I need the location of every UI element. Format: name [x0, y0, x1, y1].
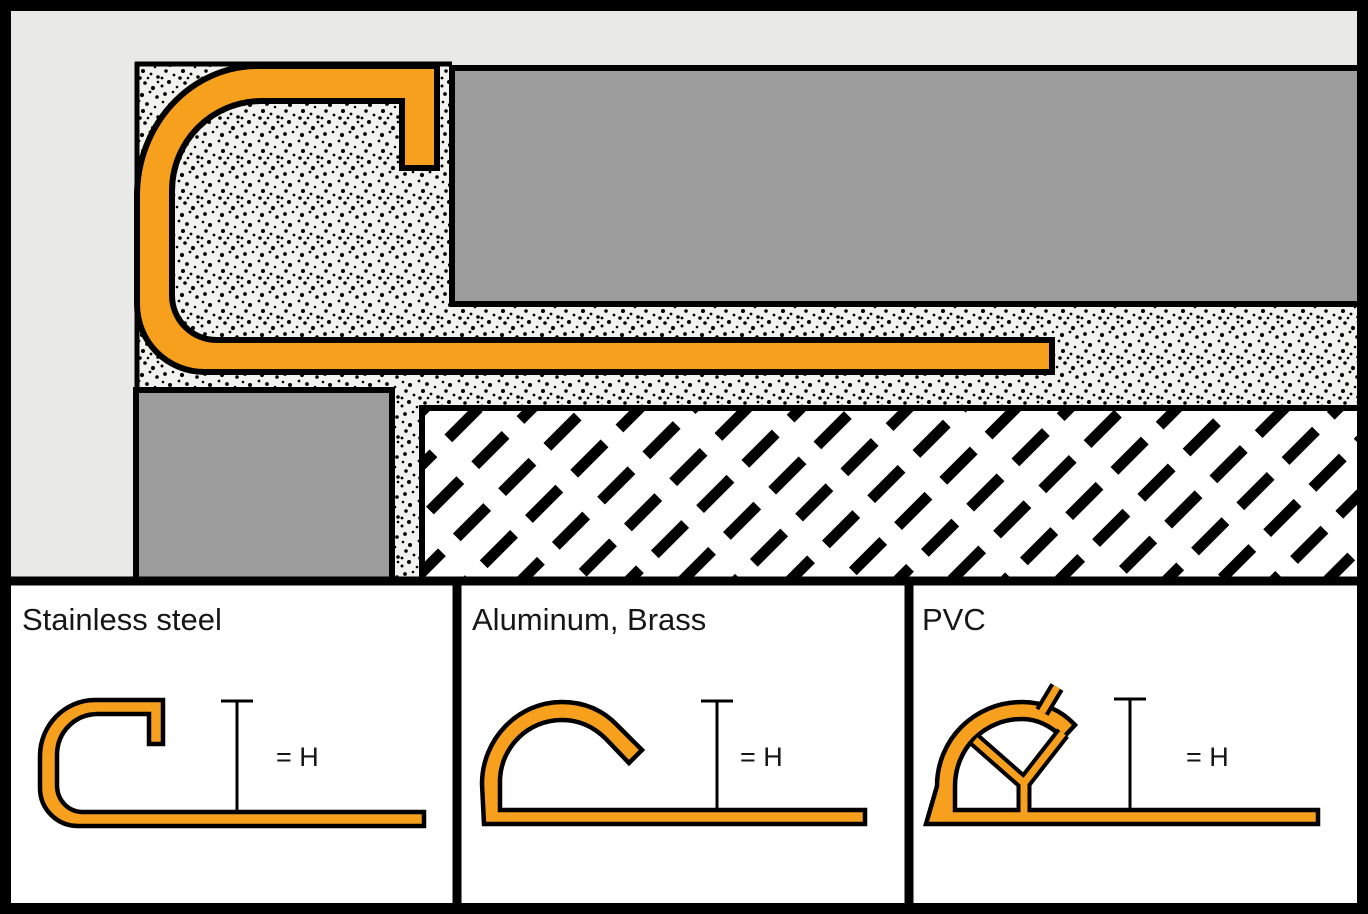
profile-drawing-aluminum-brass — [479, 699, 868, 827]
panel-pvc: PVC = H — [922, 602, 1321, 827]
height-dimension-line — [221, 699, 253, 812]
height-dimension-line — [1114, 697, 1146, 810]
height-dimension-label: = H — [276, 742, 319, 772]
height-dimension-line — [701, 699, 733, 810]
material-variant-panels: Stainless steel = H Aluminum, Brass = H … — [5, 581, 1363, 909]
panel-label: Aluminum, Brass — [472, 602, 706, 637]
panel-label: PVC — [922, 602, 986, 637]
substrate-hatched — [419, 405, 1365, 583]
trim-profile-cross-section — [134, 63, 1055, 375]
panel-row-background — [5, 581, 1363, 909]
cross-section-diagram — [5, 5, 1365, 583]
profile-drawing-pvc — [923, 699, 1321, 827]
pvc-ribs — [972, 685, 1066, 814]
height-dimension-label: = H — [740, 742, 783, 772]
panel-label: Stainless steel — [22, 602, 222, 637]
profile-drawing-stainless-steel — [37, 697, 427, 829]
wall-tile — [133, 387, 395, 583]
countertop-tile — [449, 65, 1365, 307]
panel-stainless-steel: Stainless steel = H — [22, 602, 427, 829]
height-dimension-label: = H — [1186, 742, 1229, 772]
panel-aluminum-brass: Aluminum, Brass = H — [472, 602, 868, 827]
